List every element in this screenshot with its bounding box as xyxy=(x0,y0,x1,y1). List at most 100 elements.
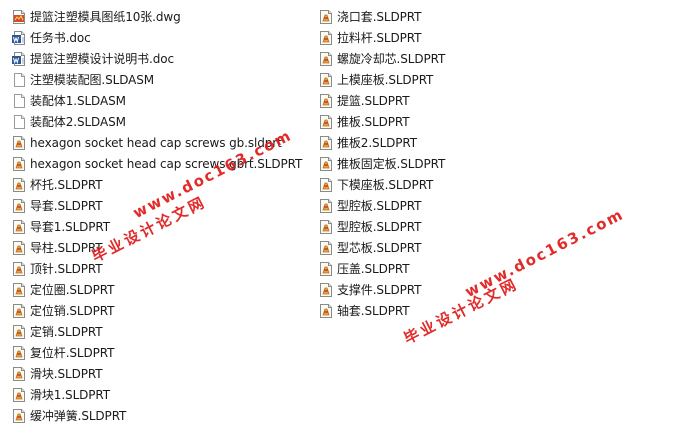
sldprt-file-icon xyxy=(11,282,27,298)
file-item[interactable]: 提篮注塑模具图纸10张.dwg xyxy=(11,6,311,27)
file-item[interactable]: 定销.SLDPRT xyxy=(11,321,311,342)
dwg-file-icon xyxy=(11,9,27,25)
file-item[interactable]: 轴套.SLDPRT xyxy=(318,300,498,321)
sldprt-file-icon xyxy=(11,156,27,172)
file-item[interactable]: 浇口套.SLDPRT xyxy=(318,6,498,27)
file-item[interactable]: 装配体2.SLDASM xyxy=(11,111,311,132)
file-item[interactable]: 螺旋冷却芯.SLDPRT xyxy=(318,48,498,69)
file-name: 顶针.SLDPRT xyxy=(30,261,103,276)
file-item[interactable]: 缓冲弹簧.SLDPRT xyxy=(11,405,311,426)
file-name: 滑块.SLDPRT xyxy=(30,366,103,381)
file-item[interactable]: 上模座板.SLDPRT xyxy=(318,69,498,90)
sldprt-file-icon xyxy=(318,9,334,25)
sldprt-file-icon xyxy=(11,303,27,319)
sldprt-file-icon xyxy=(318,303,334,319)
file-name: 提篮.SLDPRT xyxy=(337,93,410,108)
sldprt-file-icon xyxy=(11,324,27,340)
file-name: 复位杆.SLDPRT xyxy=(30,345,115,360)
sldprt-file-icon xyxy=(318,240,334,256)
sldprt-file-icon xyxy=(11,366,27,382)
sldprt-file-icon xyxy=(11,345,27,361)
file-name: 型腔板.SLDPRT xyxy=(337,219,422,234)
file-item[interactable]: hexagon socket head cap screws gbrt.SLDP… xyxy=(11,153,311,174)
sldprt-file-icon xyxy=(318,282,334,298)
file-name: hexagon socket head cap screws gb.sldprt xyxy=(30,135,282,150)
sldprt-file-icon xyxy=(318,135,334,151)
file-name: 注塑模装配图.SLDASM xyxy=(30,72,155,87)
file-item[interactable]: 下模座板.SLDPRT xyxy=(318,174,498,195)
sldprt-file-icon xyxy=(318,261,334,277)
file-name: 缓冲弹簧.SLDPRT xyxy=(30,408,127,423)
file-name: 轴套.SLDPRT xyxy=(337,303,410,318)
file-name: 提篮注塑模具图纸10张.dwg xyxy=(30,9,181,24)
word-doc-icon xyxy=(11,30,27,46)
file-item[interactable]: 导套1.SLDPRT xyxy=(11,216,311,237)
file-list-left: 提篮注塑模具图纸10张.dwg 任务书.doc 提篮注塑模设计说明书.doc 注塑模装… xyxy=(11,6,311,426)
file-item[interactable]: 滑块.SLDPRT xyxy=(11,363,311,384)
sldprt-file-icon xyxy=(11,261,27,277)
file-item[interactable]: 杯托.SLDPRT xyxy=(11,174,311,195)
file-name: 导柱.SLDPRT xyxy=(30,240,103,255)
word-doc-icon xyxy=(11,51,27,67)
sldprt-file-icon xyxy=(318,177,334,193)
file-item[interactable]: 推板.SLDPRT xyxy=(318,111,498,132)
file-name: 支撑件.SLDPRT xyxy=(337,282,422,297)
file-item[interactable]: 导柱.SLDPRT xyxy=(11,237,311,258)
file-item[interactable]: 任务书.doc xyxy=(11,27,311,48)
blank-file-icon xyxy=(11,93,27,109)
file-item[interactable]: 定位圈.SLDPRT xyxy=(11,279,311,300)
file-name: 滑块1.SLDPRT xyxy=(30,387,111,402)
file-item[interactable]: 滑块1.SLDPRT xyxy=(11,384,311,405)
file-name: 装配体2.SLDASM xyxy=(30,114,126,129)
file-name: 推板固定板.SLDPRT xyxy=(337,156,446,171)
file-item[interactable]: 支撑件.SLDPRT xyxy=(318,279,498,300)
file-item[interactable]: 推板2.SLDPRT xyxy=(318,132,498,153)
file-item[interactable]: 装配体1.SLDASM xyxy=(11,90,311,111)
file-item[interactable]: 型腔板.SLDPRT xyxy=(318,195,498,216)
file-name: 推板2.SLDPRT xyxy=(337,135,418,150)
file-name: 定位圈.SLDPRT xyxy=(30,282,115,297)
sldprt-file-icon xyxy=(318,30,334,46)
file-item[interactable]: 拉料杆.SLDPRT xyxy=(318,27,498,48)
file-item[interactable]: 复位杆.SLDPRT xyxy=(11,342,311,363)
sldprt-file-icon xyxy=(318,219,334,235)
file-name: 型腔板.SLDPRT xyxy=(337,198,422,213)
file-item[interactable]: 推板固定板.SLDPRT xyxy=(318,153,498,174)
file-name: 浇口套.SLDPRT xyxy=(337,9,422,24)
blank-file-icon xyxy=(11,114,27,130)
file-name: 杯托.SLDPRT xyxy=(30,177,103,192)
blank-file-icon xyxy=(11,72,27,88)
file-item[interactable]: 顶针.SLDPRT xyxy=(11,258,311,279)
file-name: 提篮注塑模设计说明书.doc xyxy=(30,51,174,66)
file-item[interactable]: hexagon socket head cap screws gb.sldprt xyxy=(11,132,311,153)
file-name: 螺旋冷却芯.SLDPRT xyxy=(337,51,446,66)
file-item[interactable]: 提篮注塑模设计说明书.doc xyxy=(11,48,311,69)
file-name: 推板.SLDPRT xyxy=(337,114,410,129)
sldprt-file-icon xyxy=(11,240,27,256)
sldprt-file-icon xyxy=(11,387,27,403)
file-name: 导套1.SLDPRT xyxy=(30,219,111,234)
sldprt-file-icon xyxy=(11,198,27,214)
sldprt-file-icon xyxy=(11,408,27,424)
file-name: 型芯板.SLDPRT xyxy=(337,240,422,255)
sldprt-file-icon xyxy=(318,93,334,109)
file-item[interactable]: 型腔板.SLDPRT xyxy=(318,216,498,237)
file-item[interactable]: 提篮.SLDPRT xyxy=(318,90,498,111)
file-name: 定位销.SLDPRT xyxy=(30,303,115,318)
file-item[interactable]: 导套.SLDPRT xyxy=(11,195,311,216)
file-name: 任务书.doc xyxy=(30,30,91,45)
sldprt-file-icon xyxy=(11,135,27,151)
file-name: 压盖.SLDPRT xyxy=(337,261,410,276)
file-item[interactable]: 定位销.SLDPRT xyxy=(11,300,311,321)
file-name: hexagon socket head cap screws gbrt.SLDP… xyxy=(30,156,303,171)
file-item[interactable]: 注塑模装配图.SLDASM xyxy=(11,69,311,90)
sldprt-file-icon xyxy=(318,51,334,67)
sldprt-file-icon xyxy=(11,219,27,235)
sldprt-file-icon xyxy=(11,177,27,193)
file-item[interactable]: 压盖.SLDPRT xyxy=(318,258,498,279)
sldprt-file-icon xyxy=(318,156,334,172)
file-name: 定销.SLDPRT xyxy=(30,324,103,339)
file-name: 导套.SLDPRT xyxy=(30,198,103,213)
file-item[interactable]: 型芯板.SLDPRT xyxy=(318,237,498,258)
file-name: 拉料杆.SLDPRT xyxy=(337,30,422,45)
